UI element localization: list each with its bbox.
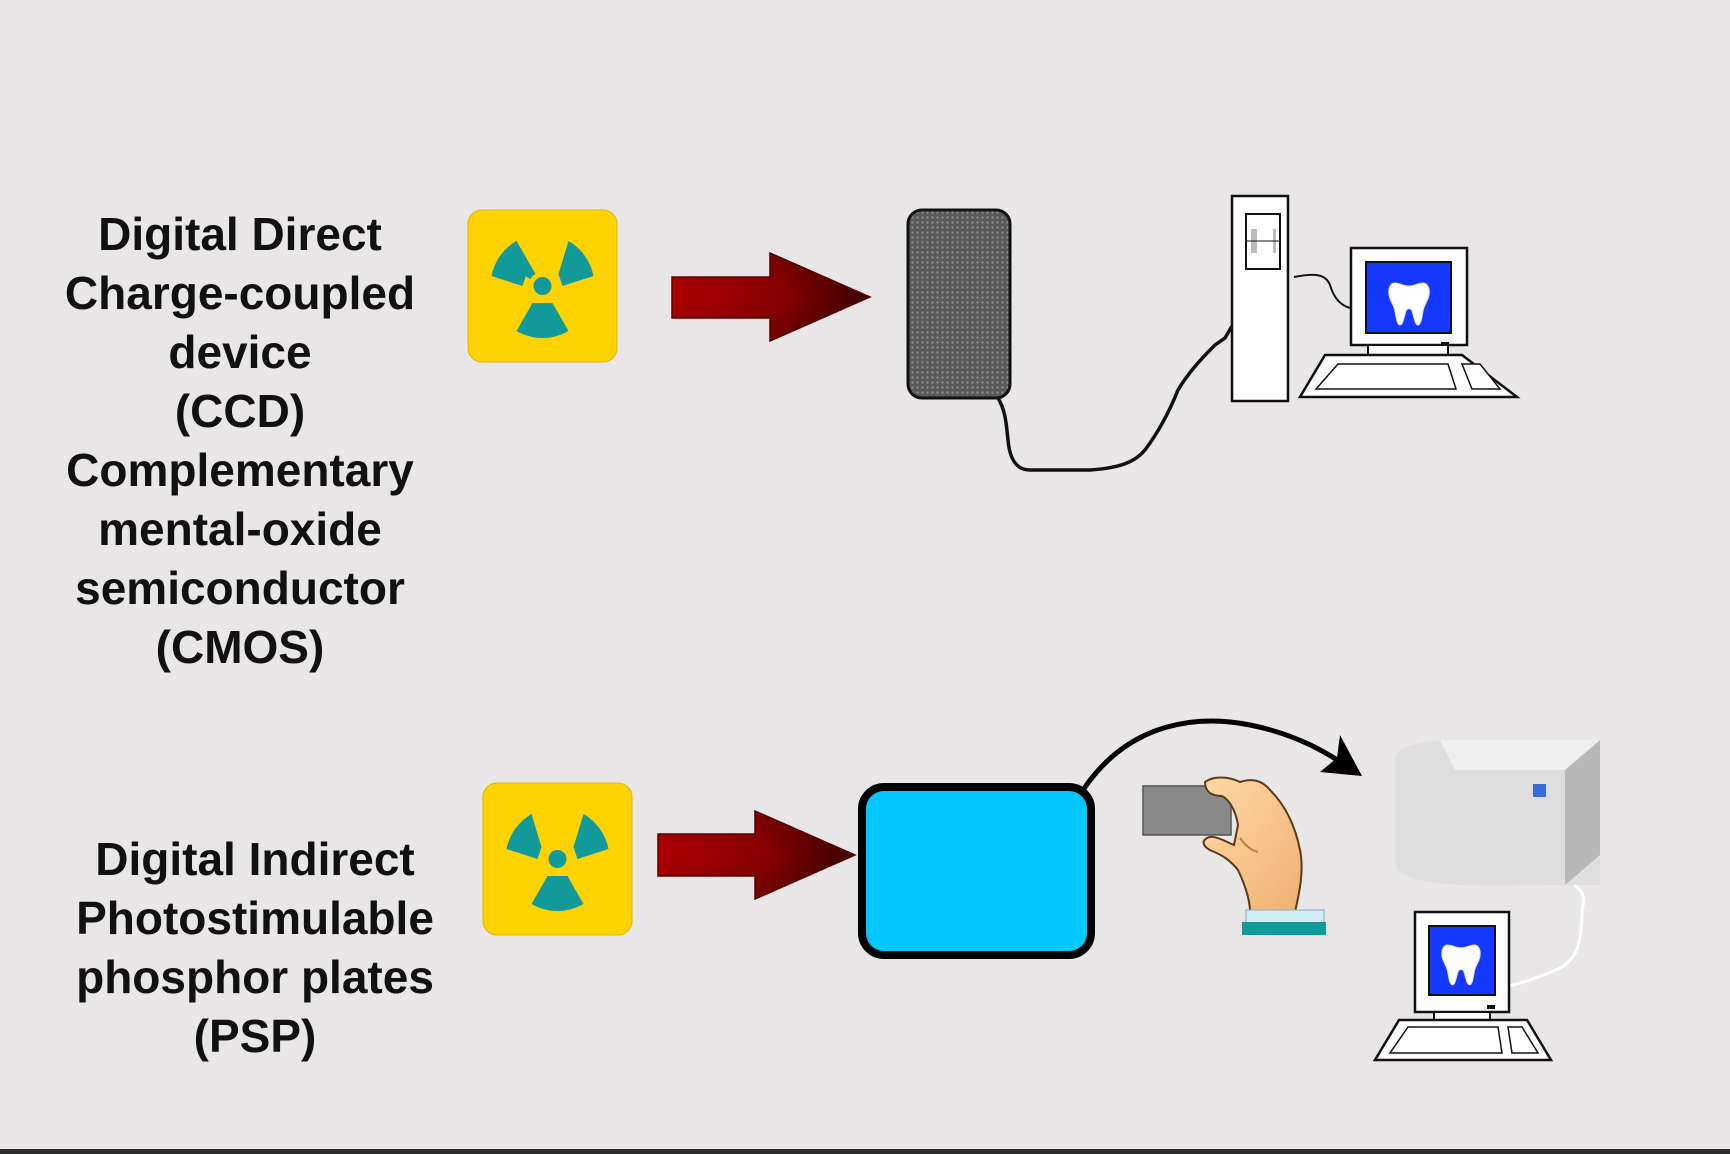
bottom-border [0, 1149, 1730, 1154]
indirect-line: phosphor plates [76, 951, 434, 1003]
keyboard-icon [1297, 353, 1521, 399]
direct-label: Digital Direct Charge-coupled device (CC… [40, 205, 440, 677]
keyboard-icon [1372, 1018, 1554, 1062]
arrow-icon [671, 251, 872, 343]
hand-icon [1142, 776, 1326, 935]
scanner-icon [1395, 740, 1600, 990]
computer-tower-icon [1230, 194, 1351, 403]
direct-line: Charge-coupled [64, 267, 416, 319]
direct-line: Digital Direct [98, 208, 382, 260]
indirect-line: (PSP) [193, 1010, 317, 1062]
psp-plate-icon [858, 783, 1095, 959]
radiation-icon [482, 782, 633, 936]
direct-line: mental-oxide [98, 503, 382, 555]
ccd-sensor-icon [906, 208, 1234, 472]
radiation-icon [467, 209, 618, 363]
arrow-icon [657, 809, 857, 901]
curved-arrow-icon [1080, 718, 1362, 792]
direct-line: (CCD) [174, 385, 306, 437]
indirect-label: Digital Indirect Photostimulable phospho… [50, 830, 460, 1066]
direct-line: Complementary [66, 444, 414, 496]
direct-line: device [168, 326, 312, 378]
tooth-icon [1441, 944, 1481, 986]
direct-line: semiconductor [75, 562, 405, 614]
indirect-line: Digital Indirect [95, 833, 415, 885]
indirect-line: Photostimulable [76, 892, 434, 944]
tooth-icon [1388, 282, 1430, 326]
direct-line: (CMOS) [155, 621, 325, 673]
